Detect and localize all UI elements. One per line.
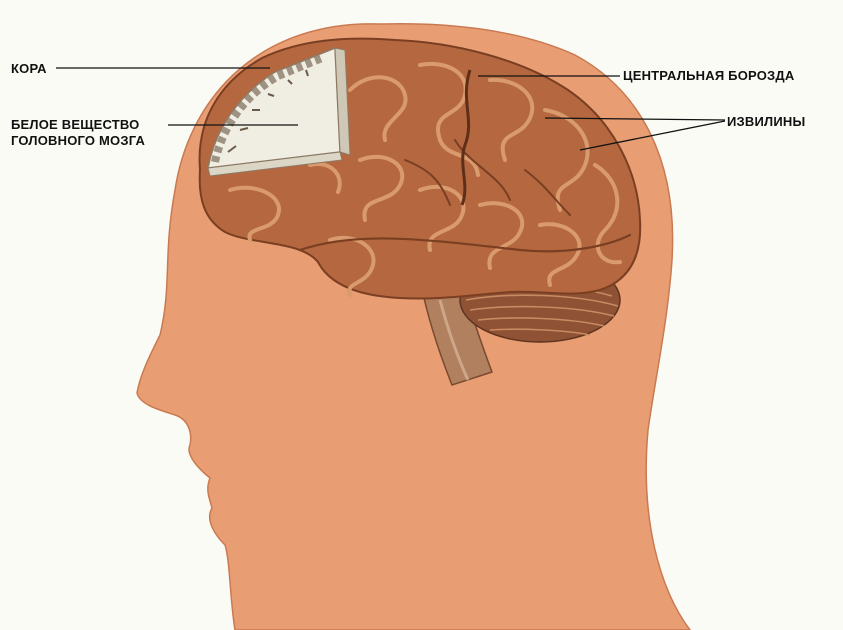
label-white-matter-line1: БЕЛОЕ ВЕЩЕСТВО <box>11 117 140 132</box>
label-white-matter-line2: ГОЛОВНОГО МОЗГА <box>11 133 145 148</box>
label-cortex: КОРА <box>11 61 47 76</box>
label-gyri: ИЗВИЛИНЫ <box>727 114 805 129</box>
label-central-sulcus: ЦЕНТРАЛЬНАЯ БОРОЗДА <box>623 68 794 83</box>
